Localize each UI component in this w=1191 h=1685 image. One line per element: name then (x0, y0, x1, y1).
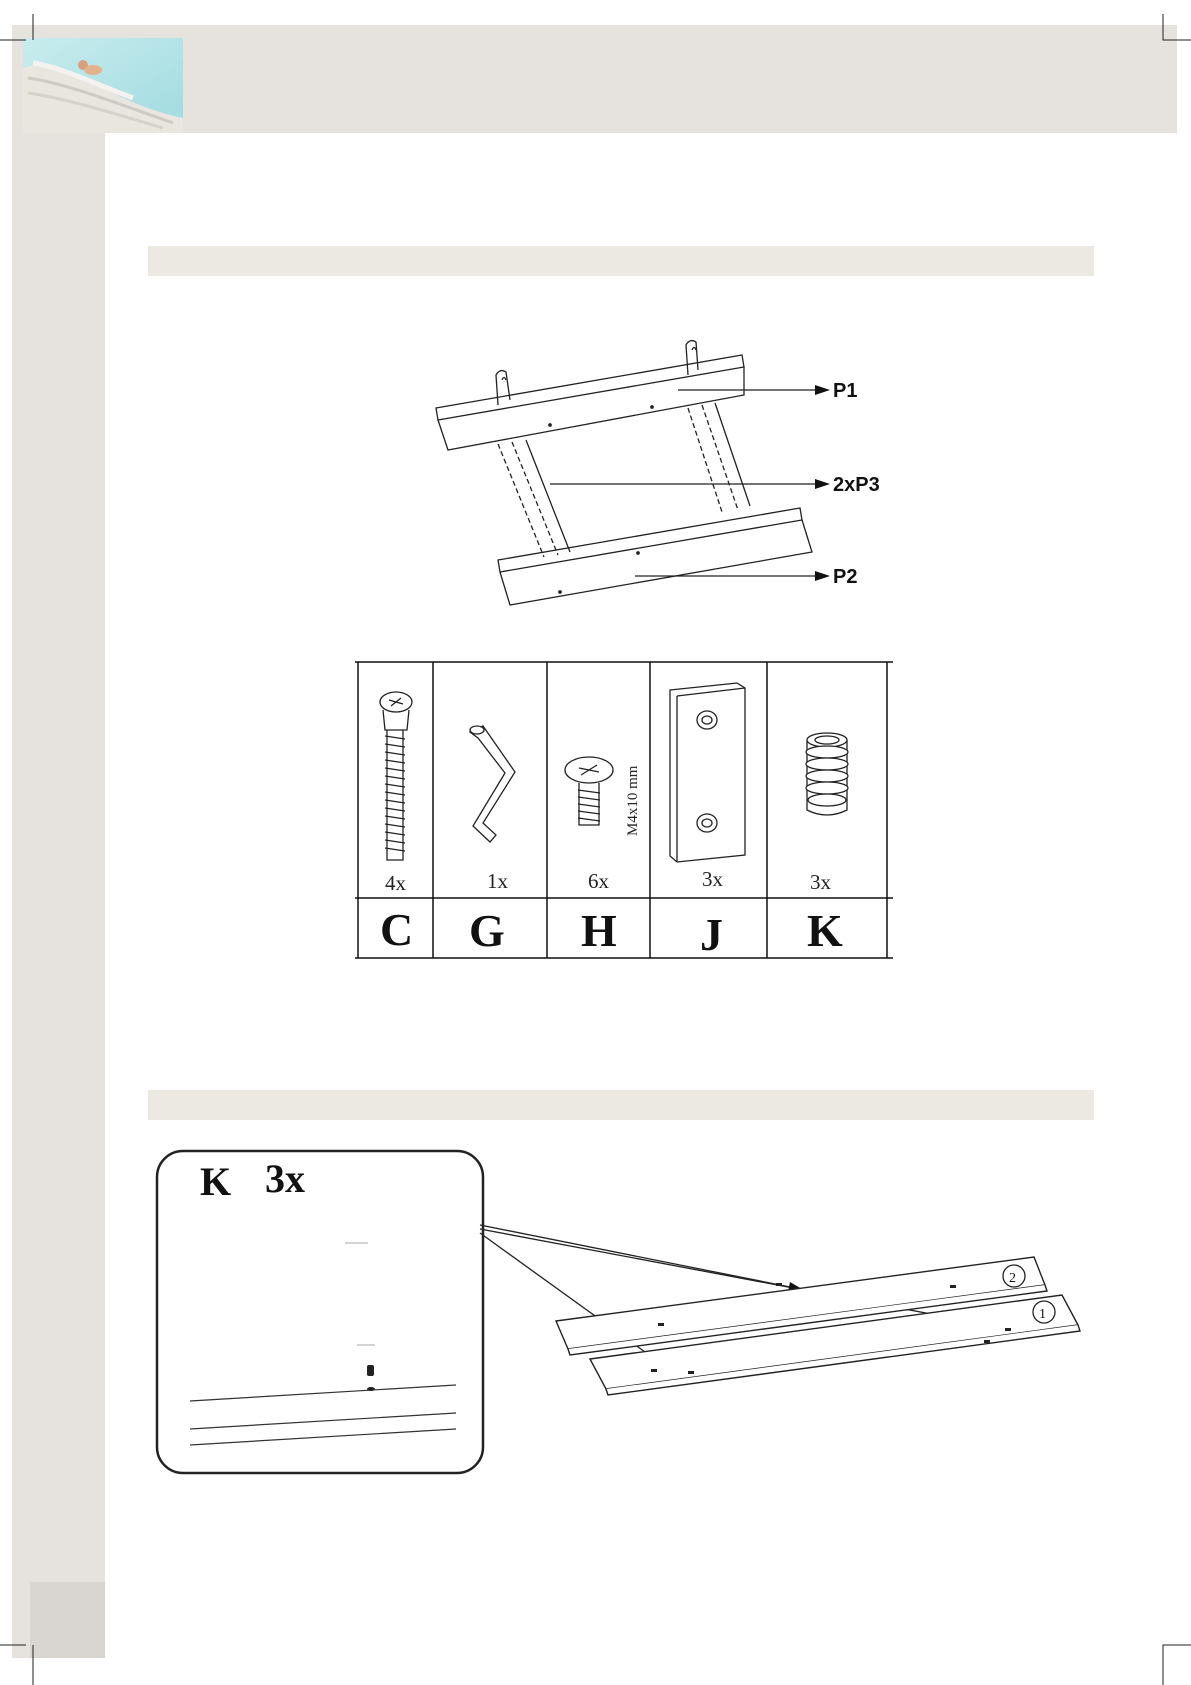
qty-g: 1x (487, 869, 509, 893)
plug-in-hole-icon (367, 1365, 374, 1376)
step-detail-diagram: K 3x 2 1 (150, 1145, 1090, 1475)
qty-j: 3x (702, 867, 724, 891)
qty-c: 4x (385, 871, 407, 895)
section-header-bar-1 (148, 246, 1094, 276)
screw-short-icon (565, 757, 613, 825)
board-number-1: 1 (1039, 1307, 1046, 1322)
letter-h: H (581, 905, 617, 956)
label-p3: 2xP3 (833, 474, 880, 496)
parts-table: M4x10 mm 4x 1x 6x 3x 3x C G H J K (355, 660, 895, 965)
frame-diagram: P1 2xP3 P2 (420, 330, 900, 625)
detail-letter: K (200, 1159, 231, 1204)
qty-k: 3x (810, 870, 832, 894)
board-number-2: 2 (1009, 1271, 1016, 1286)
plastic-plug-icon (806, 733, 848, 815)
h-size-spec: M4x10 mm (625, 765, 641, 836)
letter-c: C (380, 904, 413, 955)
detail-qty: 3x (265, 1156, 305, 1201)
qty-h: 6x (588, 869, 610, 893)
label-p2: P2 (833, 566, 857, 588)
letter-j: J (700, 909, 723, 960)
connector-plate-icon (670, 683, 745, 862)
hex-key-icon (470, 726, 515, 842)
screw-long-icon (380, 692, 412, 860)
section-header-bar-2 (148, 1090, 1094, 1120)
letter-k: K (807, 905, 843, 956)
letter-g: G (469, 905, 505, 956)
label-p1: P1 (833, 380, 857, 402)
